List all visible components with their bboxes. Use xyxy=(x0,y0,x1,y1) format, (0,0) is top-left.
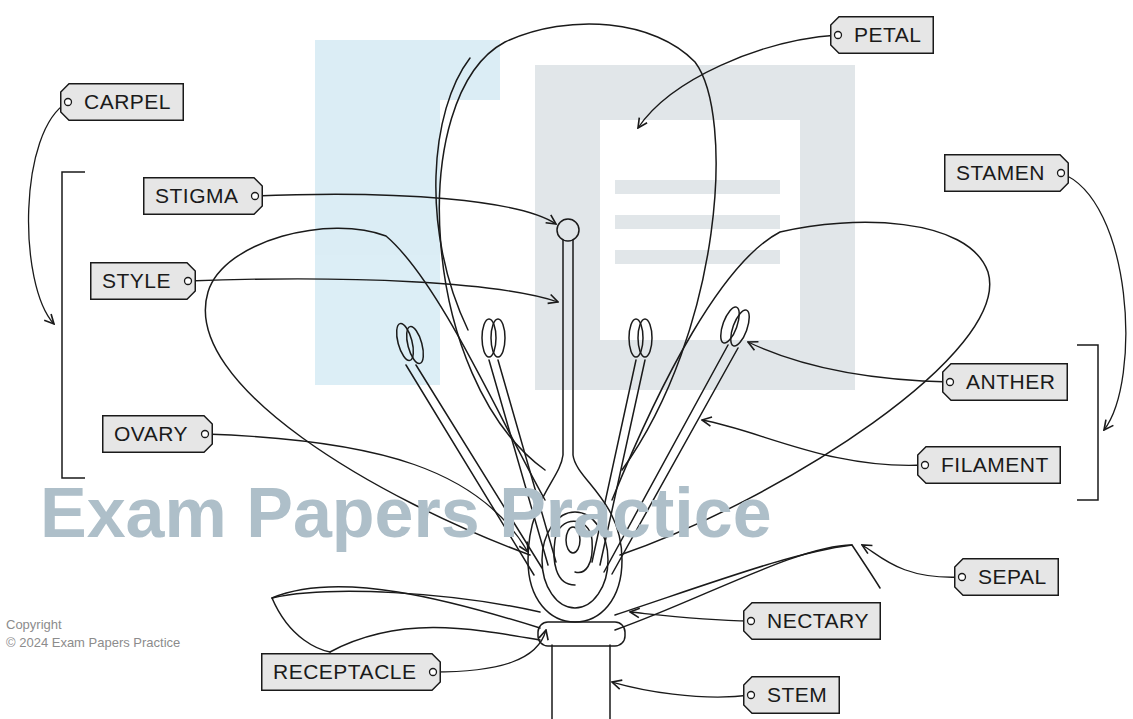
carpel-bracket xyxy=(62,172,85,478)
tag-outline xyxy=(918,447,1061,484)
tag-hole xyxy=(835,32,842,39)
tag-hole xyxy=(748,692,755,699)
tag-hole xyxy=(430,669,437,676)
tag-hole xyxy=(202,431,209,438)
part-name: PETAL xyxy=(854,16,921,54)
tag-hole xyxy=(959,574,966,581)
flower-drawing xyxy=(205,24,989,719)
label-tag: OVARY xyxy=(102,415,213,453)
part-name: STIGMA xyxy=(155,177,239,215)
part-name: STEM xyxy=(767,676,827,714)
tag-hole xyxy=(185,278,192,285)
label-tag: ANTHER xyxy=(942,363,1068,401)
tag-outline xyxy=(955,559,1059,596)
label-tag: PETAL xyxy=(830,16,934,54)
tag-hole xyxy=(922,462,929,469)
tag-outline xyxy=(91,263,196,300)
label-tag: STAMEN xyxy=(944,154,1069,192)
tag-outline xyxy=(943,364,1068,401)
tag-hole xyxy=(252,193,259,200)
label-tag: FILAMENT xyxy=(917,446,1061,484)
label-tag: STYLE xyxy=(90,262,196,300)
copyright-note: Copyright xyxy=(6,618,62,631)
part-name: STAMEN xyxy=(956,154,1045,192)
tag-hole xyxy=(65,99,72,106)
tag-outline xyxy=(831,17,934,54)
tag-outline xyxy=(262,654,441,691)
watermark-logo xyxy=(315,40,855,390)
label-tag: SEPAL xyxy=(954,558,1059,596)
part-name: STYLE xyxy=(102,262,171,300)
tag-outline xyxy=(103,416,213,453)
tag-hole xyxy=(748,618,755,625)
copyright-note: © 2024 Exam Papers Practice xyxy=(6,636,180,649)
tag-outline xyxy=(61,84,184,121)
part-name: OVARY xyxy=(114,415,188,453)
tag-hole xyxy=(947,379,954,386)
label-tag: NECTARY xyxy=(743,602,881,640)
part-name: RECEPTACLE xyxy=(273,653,416,691)
tag-outline xyxy=(744,677,840,714)
part-name: ANTHER xyxy=(966,363,1055,401)
label-tag: STIGMA xyxy=(143,177,263,215)
part-name: SEPAL xyxy=(978,558,1047,596)
tag-outline xyxy=(744,603,881,640)
leader-lines xyxy=(29,35,1126,697)
part-name: CARPEL xyxy=(84,83,171,121)
stamen-bracket xyxy=(1077,345,1098,500)
label-tag: CARPEL xyxy=(60,83,184,121)
part-name: FILAMENT xyxy=(941,446,1049,484)
tag-hole xyxy=(1058,170,1065,177)
label-tag: STEM xyxy=(743,676,840,714)
tag-outline xyxy=(144,178,263,215)
part-name: NECTARY xyxy=(767,602,869,640)
tag-outline xyxy=(945,155,1069,192)
watermark-text: Exam Papers Practice xyxy=(40,478,772,548)
label-tag: RECEPTACLE xyxy=(261,653,441,691)
